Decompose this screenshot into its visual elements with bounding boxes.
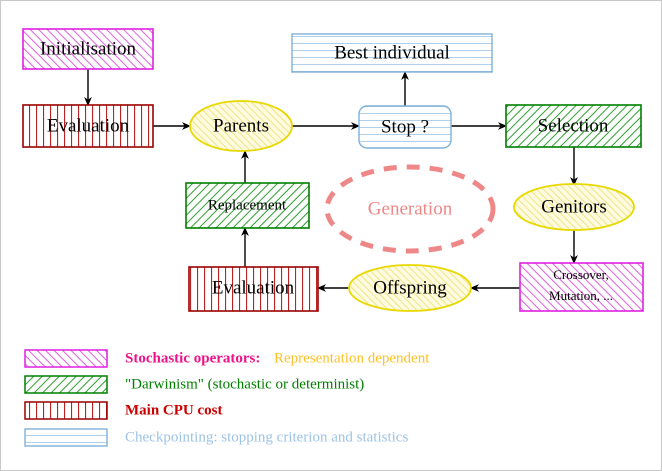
node-evaluation-bottom-label: Evaluation xyxy=(212,277,295,298)
legend-label-checkpointing: Checkpointing: stopping criterion and st… xyxy=(125,429,408,445)
node-initialisation-label: Initialisation xyxy=(40,38,137,59)
legend-swatch-blue xyxy=(24,428,108,447)
node-parents[interactable]: Parents xyxy=(189,100,293,152)
node-generation: Generation xyxy=(324,164,496,254)
legend: Stochastic operators: Representation dep… xyxy=(24,349,430,447)
legend-swatch-magenta xyxy=(24,349,108,368)
node-best-individual[interactable]: Best individual xyxy=(291,33,493,73)
node-replacement[interactable]: Replacement xyxy=(185,182,310,229)
legend-label-representation-dependent: Representation dependent xyxy=(274,350,430,366)
node-selection-label: Selection xyxy=(538,115,609,136)
node-crossover-mutation-label-line2: Mutation, ... xyxy=(549,288,613,303)
legend-row-stochastic-operators: Stochastic operators: Representation dep… xyxy=(24,349,430,368)
node-generation-label: Generation xyxy=(368,198,453,219)
legend-label-stochastic-operators: Stochastic operators: xyxy=(125,350,260,366)
node-initialisation[interactable]: Initialisation xyxy=(22,28,154,70)
legend-row-darwinism: "Darwinism" (stochastic or determinist) xyxy=(24,375,364,394)
legend-row-main-cpu-cost: Main CPU cost xyxy=(24,401,223,420)
legend-label-darwinism: "Darwinism" (stochastic or determinist) xyxy=(125,376,364,392)
node-evaluation-bottom[interactable]: Evaluation xyxy=(188,266,319,312)
node-crossover-mutation[interactable]: Crossover, Mutation, ... xyxy=(519,262,644,312)
legend-label-main-cpu-cost: Main CPU cost xyxy=(125,402,223,418)
node-crossover-mutation-label-line1: Crossover, xyxy=(553,267,608,282)
node-best-individual-label: Best individual xyxy=(334,42,450,63)
legend-swatch-green xyxy=(24,375,108,394)
node-genitors-label: Genitors xyxy=(541,196,606,217)
legend-row-checkpointing: Checkpointing: stopping criterion and st… xyxy=(24,428,408,447)
node-selection[interactable]: Selection xyxy=(505,104,642,148)
legend-swatch-red xyxy=(24,401,108,420)
node-replacement-label: Replacement xyxy=(208,197,287,213)
node-offspring-label: Offspring xyxy=(373,277,447,298)
diagram-edges xyxy=(84,69,578,292)
node-genitors[interactable]: Genitors xyxy=(513,183,635,231)
node-parents-label: Parents xyxy=(213,115,269,136)
node-evaluation-top[interactable]: Evaluation xyxy=(22,104,154,148)
node-stop[interactable]: Stop ? xyxy=(358,105,452,149)
node-evaluation-top-label: Evaluation xyxy=(47,115,130,136)
node-offspring[interactable]: Offspring xyxy=(348,264,472,312)
node-stop-label: Stop ? xyxy=(381,116,429,137)
